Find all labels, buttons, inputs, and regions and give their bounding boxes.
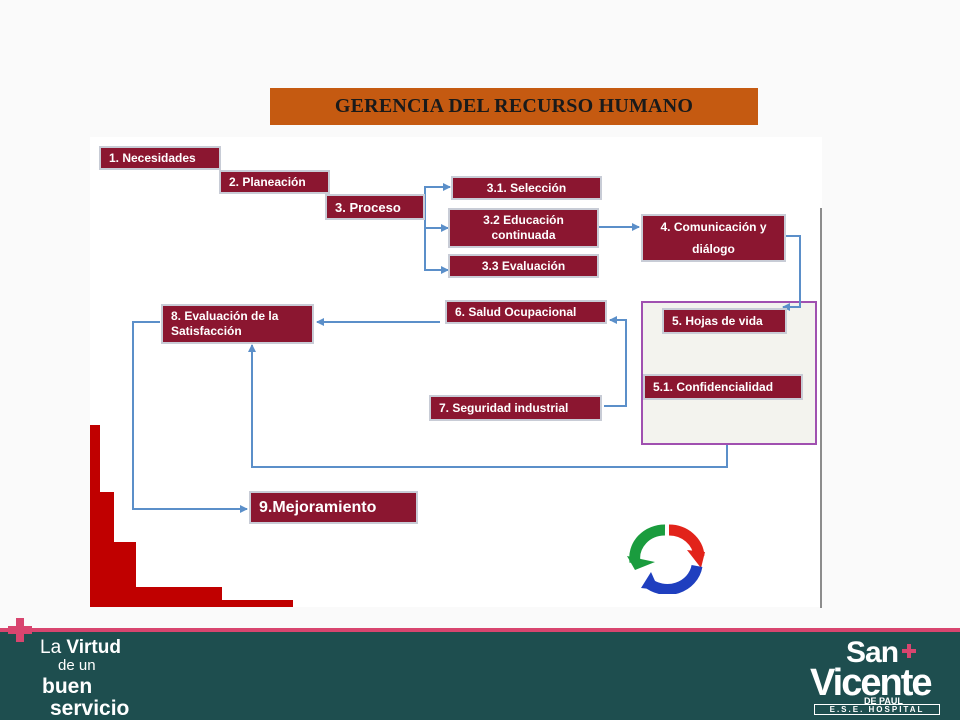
node-confidencialidad: 5.1. Confidencialidad: [643, 374, 803, 400]
logo-plus-icon: [902, 644, 916, 658]
logo-vicente: Vicente: [810, 662, 932, 704]
node-educacion-continuada: 3.2 Educación continuada: [448, 208, 599, 248]
arrow-proceso-seleccion: [424, 183, 451, 208]
arrow-proceso-educacion: [424, 208, 449, 232]
slogan-line3: buen: [42, 675, 93, 698]
slogan-bold: Virtud: [66, 637, 121, 658]
divider-line: [820, 208, 822, 608]
arrow-loop-satisfaccion: [248, 344, 728, 468]
node-necesidades: 1. Necesidades: [99, 146, 221, 170]
node-comunicacion-dialogo: 4. Comunicación y diálogo: [641, 214, 786, 262]
slogan-prefix: La: [40, 637, 67, 658]
arrow-satisfaccion-mejoramiento: [132, 321, 248, 513]
node-hojas-de-vida: 5. Hojas de vida: [662, 308, 787, 334]
node-proceso: 3. Proceso: [325, 194, 425, 220]
node-salud-ocupacional: 6. Salud Ocupacional: [445, 300, 607, 324]
plus-icon: [8, 618, 32, 642]
node-seguridad-industrial: 7. Seguridad industrial: [429, 395, 602, 421]
decorative-stair: [90, 600, 293, 607]
node-seleccion: 3.1. Selección: [451, 176, 602, 200]
node-mejoramiento: 9.Mejoramiento: [249, 491, 418, 524]
logo-san: San: [846, 636, 899, 669]
logo-depaul: DE PAUL: [864, 696, 903, 706]
node-evaluacion: 3.3 Evaluación: [448, 254, 599, 278]
hospital-logo: San Vicente DE PAUL E.S.E. HOSPITAL: [806, 636, 946, 718]
node-evaluacion-satisfaccion: 8. Evaluación de la Satisfacción: [161, 304, 314, 344]
page-title: GERENCIA DEL RECURSO HUMANO: [270, 88, 758, 125]
arrow-seguridad-salud: [604, 316, 627, 407]
logo-ese: E.S.E. HOSPITAL: [814, 704, 940, 715]
footer-accent-line: [0, 628, 960, 632]
cycle-arrows-icon: [627, 524, 705, 594]
footer-bar: [0, 632, 960, 720]
footer-slogan: La Virtud de un buen servicio: [40, 638, 129, 719]
slogan-line4: servicio: [50, 697, 130, 720]
slogan-line2: de un: [58, 657, 96, 674]
node-planeacion: 2. Planeación: [219, 170, 330, 194]
arrow-comunicacion-hojas: [782, 235, 801, 311]
arrow-proceso-evaluacion: [424, 228, 449, 274]
